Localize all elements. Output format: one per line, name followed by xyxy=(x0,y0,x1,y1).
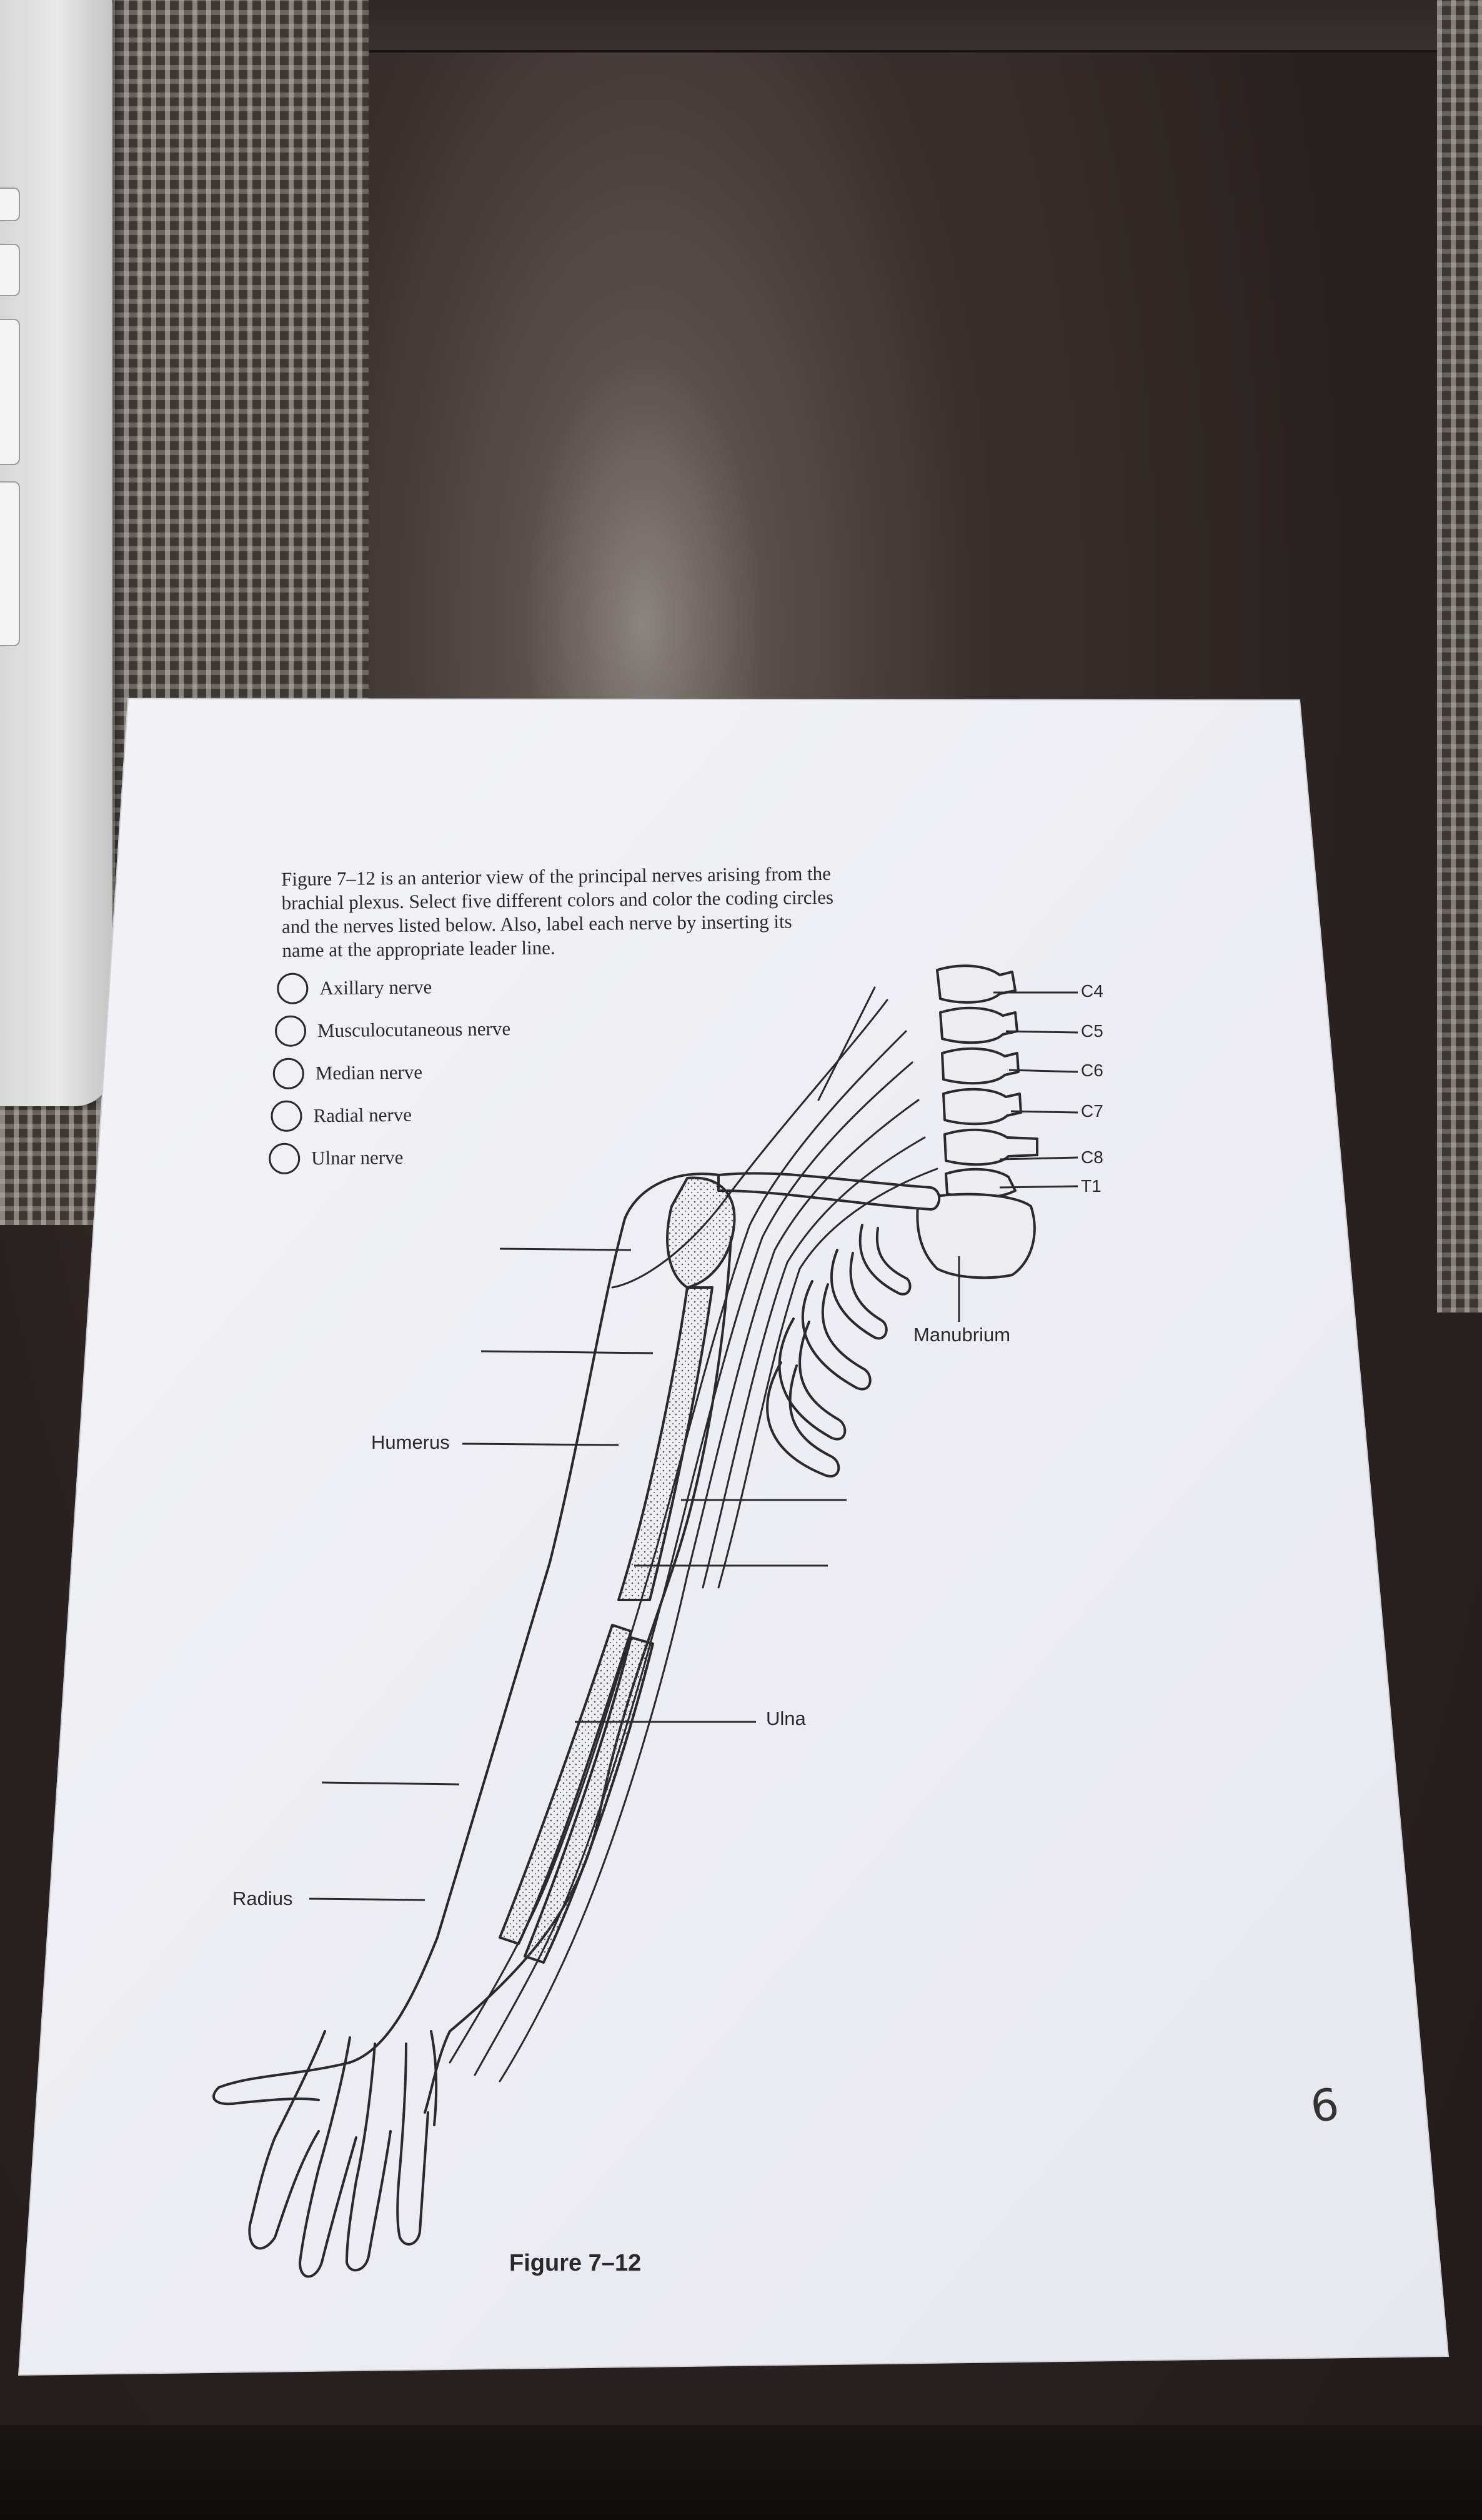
leader-line-t1 xyxy=(999,1185,1078,1189)
leader-line-blank xyxy=(499,1248,632,1251)
ribs xyxy=(766,1224,912,1478)
ulna-bone xyxy=(524,1636,654,1964)
leader-line-c7 xyxy=(1010,1110,1078,1114)
figure-caption: Figure 7–12 xyxy=(509,2250,642,2276)
label-humerus: Humerus xyxy=(371,1431,450,1453)
label-vertebra-c6: C6 xyxy=(1081,1061,1103,1080)
laptop-key xyxy=(0,244,20,296)
label-vertebra-c5: C5 xyxy=(1081,1021,1103,1041)
leader-line-blank xyxy=(480,1350,654,1354)
label-vertebra-c4: C4 xyxy=(1081,981,1103,1001)
woven-placemat-edge xyxy=(1437,0,1482,1312)
label-vertebra-c7: C7 xyxy=(1081,1101,1103,1121)
label-vertebra-c8: C8 xyxy=(1081,1148,1103,1167)
leader-line-humerus xyxy=(462,1442,619,1446)
label-vertebra-t1: T1 xyxy=(1081,1176,1102,1196)
arm-outline-lateral xyxy=(212,1218,626,2106)
humerus-head xyxy=(666,1176,736,1289)
leader-line-blank xyxy=(321,1781,460,1786)
leader-line-c5 xyxy=(1005,1030,1078,1034)
desk-edge xyxy=(294,0,1482,52)
vertebral-column xyxy=(717,964,1038,1279)
hand xyxy=(248,2030,438,2278)
leader-lines xyxy=(309,991,1078,1901)
laptop-edge xyxy=(0,0,112,1106)
leader-line-c8 xyxy=(999,1156,1078,1161)
desk-front-edge xyxy=(0,2425,1482,2520)
humerus-shaft xyxy=(617,1286,714,1601)
label-manubrium: Manubrium xyxy=(913,1324,1011,1346)
nerve-bundle xyxy=(449,986,938,2082)
label-radius: Radius xyxy=(232,1888,293,1909)
laptop-key xyxy=(0,188,20,221)
laptop-key xyxy=(0,481,20,646)
leader-line-radius xyxy=(309,1898,425,1901)
paper-sheet xyxy=(17,698,1450,2376)
laptop-key xyxy=(0,319,20,465)
label-ulna: Ulna xyxy=(766,1708,806,1729)
leader-line-c6 xyxy=(1008,1069,1078,1073)
